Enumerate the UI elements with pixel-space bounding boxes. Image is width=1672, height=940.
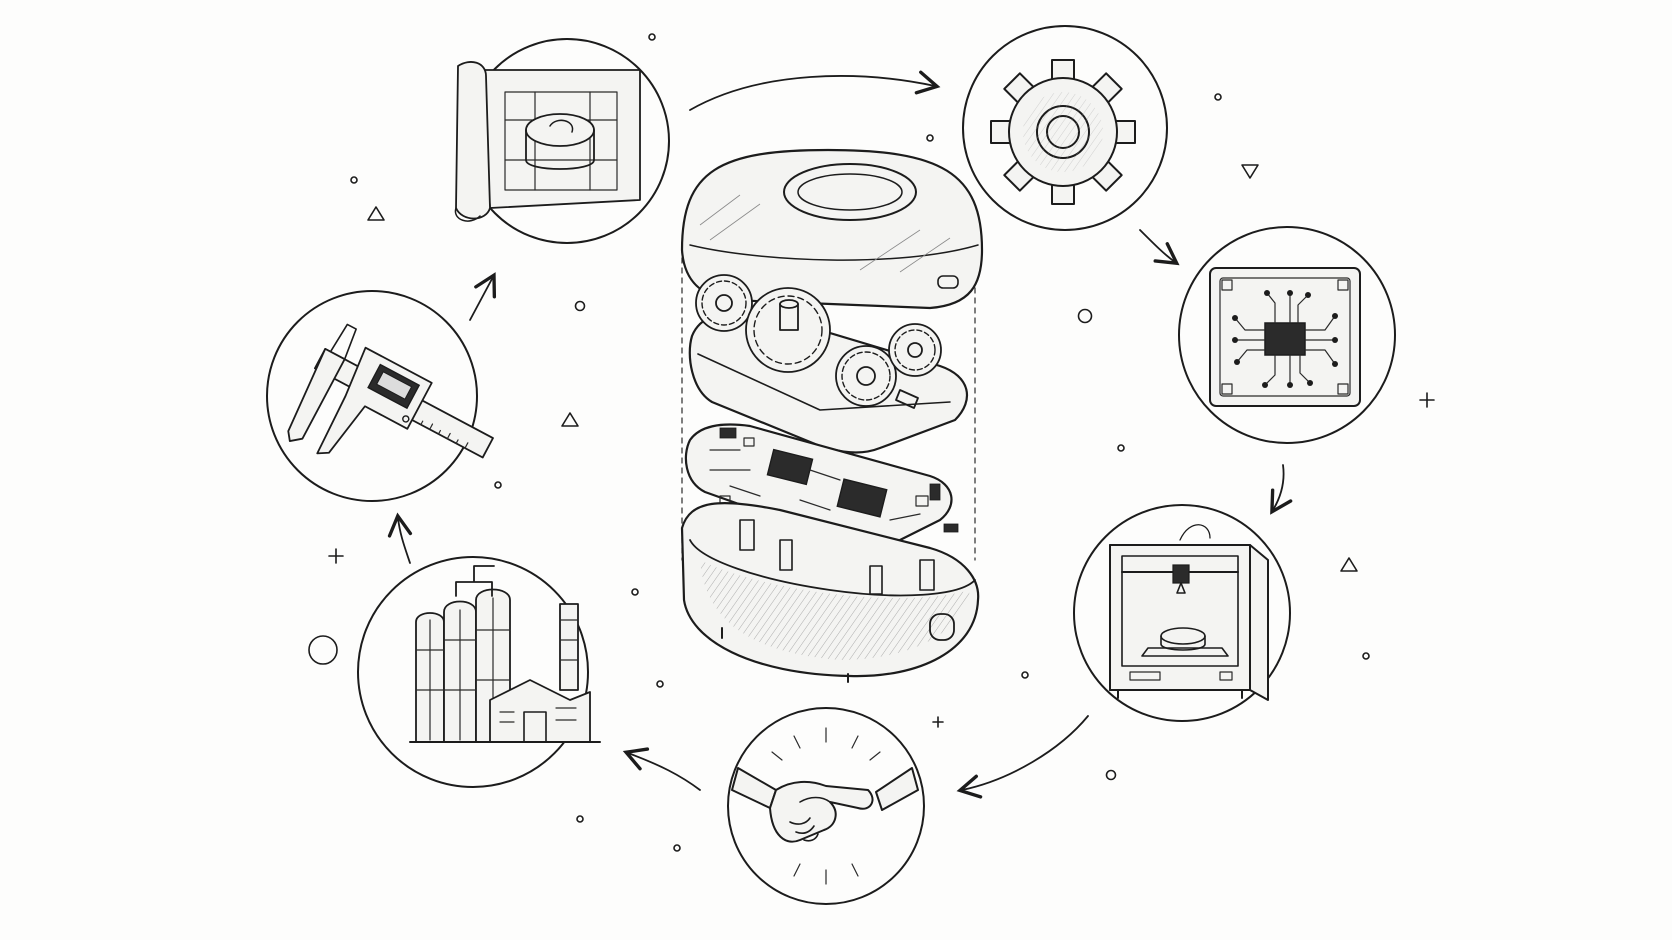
arrow-gear-to-circuit [1139,229,1180,266]
step-factory [357,556,601,788]
caliper-icon [287,323,494,459]
3d-printer-icon [1109,524,1269,701]
center-exploded-device [680,148,984,683]
arrow-caliper-to-blueprint [469,272,497,321]
factory-icon [409,565,601,743]
device-top-lid [680,148,984,310]
device-gear-tray [688,274,969,454]
step-caliper [266,290,494,502]
arrow-printer-to-handshake [956,715,1089,799]
step-blueprint [454,38,670,244]
step-handshake [727,707,925,905]
step-gear [962,25,1168,231]
device-bottom-shell [680,501,980,683]
arrow-factory-to-caliper [387,512,413,564]
circuit-chip-icon [1209,267,1361,407]
arrow-blueprint-to-gear [689,70,941,111]
arrow-circuit-to-printer [1270,464,1293,515]
decorative-marks [308,33,1435,852]
arrow-handshake-to-factory [622,747,701,791]
device-circuit-board [684,423,959,547]
gear-icon [990,59,1136,205]
blueprint-icon [454,61,641,222]
step-printer [1073,504,1291,722]
step-circuit [1178,226,1396,444]
flow-arrows [387,70,1293,799]
handshake-icon [731,727,919,885]
